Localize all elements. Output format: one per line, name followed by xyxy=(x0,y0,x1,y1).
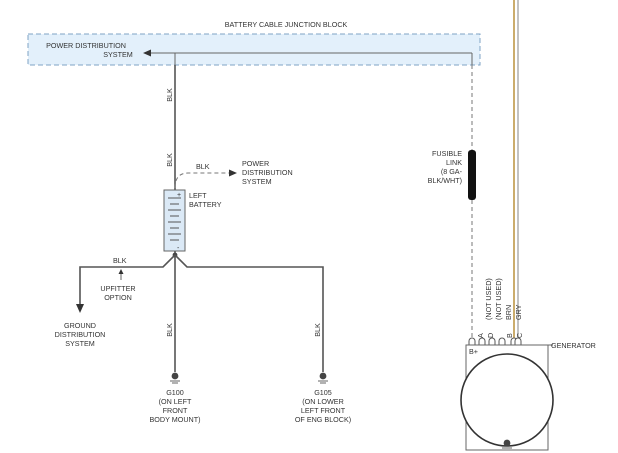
pin-label-a: A xyxy=(476,333,485,338)
pds-arrow-icon xyxy=(143,49,151,57)
wire-label-c: GRY xyxy=(514,304,523,320)
wire-label-d: (NOT USED) xyxy=(494,278,503,320)
wire-label-a: (NOT USED) xyxy=(484,278,493,320)
battery-cell-plates xyxy=(168,197,181,241)
blk-label-g100: BLK xyxy=(165,323,174,337)
g105-line1: G105 xyxy=(314,388,332,397)
left-battery xyxy=(163,189,186,252)
pds-label-line2: SYSTEM xyxy=(103,50,133,59)
ground-system-line1: GROUND xyxy=(64,321,96,330)
blk-wire-to-g105 xyxy=(174,254,324,372)
pds-label-line1: POWER DISTRIBUTION xyxy=(46,41,126,50)
g100-line2: (ON LEFT xyxy=(159,397,192,406)
blk-wire-to-ground-distribution xyxy=(79,254,176,305)
g105-ground-icon xyxy=(318,372,328,384)
ground-system-line3: SYSTEM xyxy=(65,339,95,348)
generator-ground-icon xyxy=(502,439,512,451)
pin-label-d: D xyxy=(486,333,495,338)
blk-label-mid: BLK xyxy=(165,153,174,167)
upfitter-arrow-icon xyxy=(118,269,124,274)
generator-body-icon xyxy=(460,353,554,447)
g100-line1: G100 xyxy=(166,388,184,397)
battery-plus-symbol: + xyxy=(177,192,181,199)
upfitter-line1: UPFITTER xyxy=(100,284,135,293)
g100-line3: FRONT xyxy=(163,406,188,415)
g100-line4: BODY MOUNT) xyxy=(150,415,201,424)
g105-line2: (ON LOWER xyxy=(302,397,344,406)
fusible-link-line4: BLK/WHT) xyxy=(428,176,462,185)
generator-title: GENERATOR xyxy=(551,341,596,350)
pds-battery-line1: POWER xyxy=(242,159,269,168)
fusible-link-line2: LINK xyxy=(446,158,462,167)
battery-minus-symbol: - xyxy=(177,245,180,252)
blk-label-branch: BLK xyxy=(196,162,210,171)
wire-label-b: BRN xyxy=(504,305,513,320)
fusible-link-line1: FUSIBLE xyxy=(432,149,462,158)
ground-system-line2: DISTRIBUTION xyxy=(55,330,106,339)
blk-label-top: BLK xyxy=(165,88,174,102)
g105-line3: LEFT FRONT xyxy=(301,406,346,415)
generator-b-plus: B+ xyxy=(469,347,478,356)
pin-label-c: C xyxy=(515,333,524,338)
g105-line4: OF ENG BLOCK) xyxy=(295,415,351,424)
upfitter-line2: OPTION xyxy=(104,293,132,302)
blk-label-g105: BLK xyxy=(313,323,322,337)
pds-battery-line2: DISTRIBUTION xyxy=(242,168,293,177)
fusible-link xyxy=(468,150,476,200)
junction-block xyxy=(27,33,481,66)
g100-ground-icon xyxy=(170,372,180,384)
pin-label-b: B xyxy=(505,333,514,338)
ground-distribution-arrow-icon xyxy=(76,304,84,313)
junction-block-title: BATTERY CABLE JUNCTION BLOCK xyxy=(225,20,348,29)
battery-label-line2: BATTERY xyxy=(189,200,222,209)
battery-label-line1: LEFT xyxy=(189,191,207,200)
fusible-link-line3: (8 GA- xyxy=(441,167,463,176)
pds-branch-arrow-icon xyxy=(229,169,237,177)
blk-label-upfitter: BLK xyxy=(113,256,127,265)
pds-battery-line3: SYSTEM xyxy=(242,177,272,186)
blk-dashed-branch xyxy=(174,172,230,189)
connector-pins xyxy=(468,337,522,345)
